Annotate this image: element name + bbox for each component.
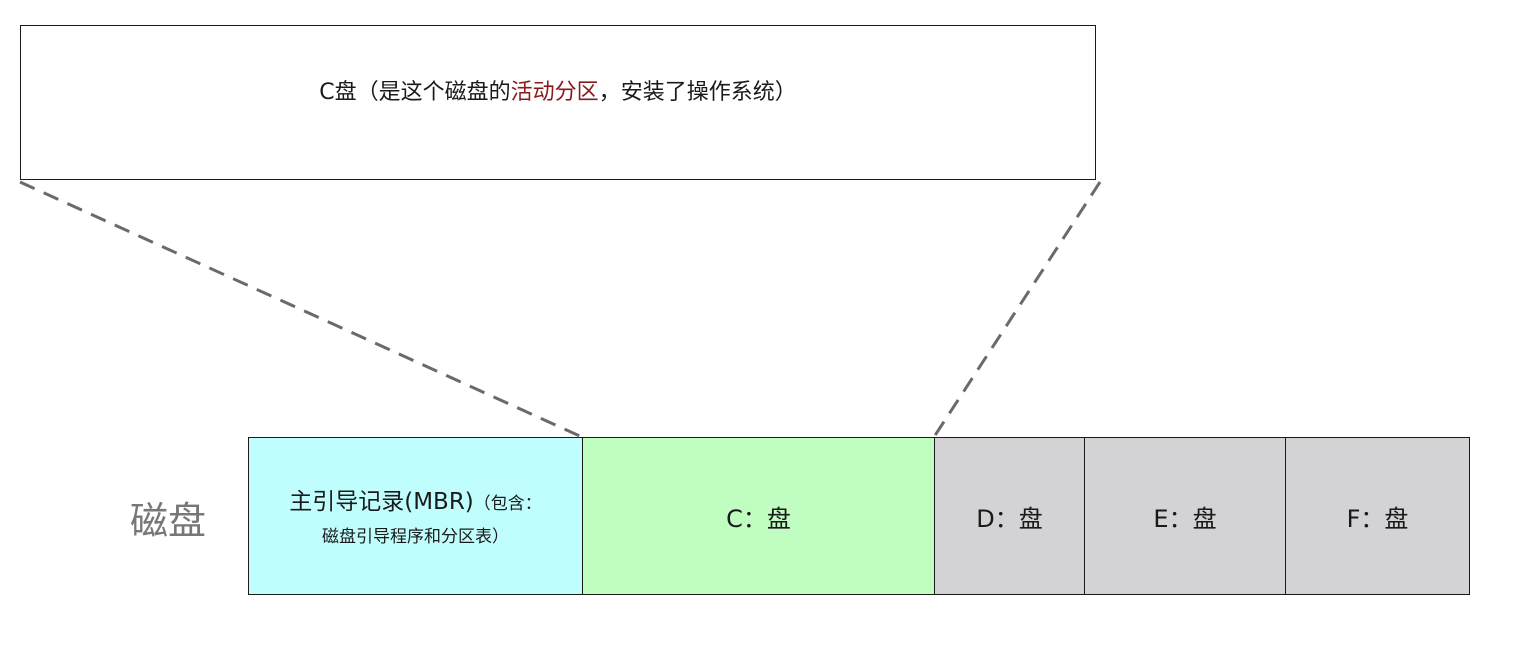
disk-partition-bar: 主引导记录(MBR)（包含： 磁盘引导程序和分区表） C：盘 D：盘 E：盘 F… [248,437,1470,595]
zoom-connector-left [19,180,583,439]
callout-text-after: ，安装了操作系统） [598,79,797,105]
partition-e: E：盘 [1085,438,1286,594]
mbr-title-main: 主引导记录(MBR) [289,488,474,515]
partition-d-label: D：盘 [976,504,1043,533]
mbr-title: 主引导记录(MBR)（包含： [289,482,542,516]
callout-highlight-active-partition: 活动分区 [510,79,599,105]
mbr-description: 磁盘引导程序和分区表） [322,526,509,547]
partition-c: C：盘 [583,438,935,594]
partition-c-label: C：盘 [726,504,791,533]
zoomed-partition-callout: C盘（是这个磁盘的活动分区，安装了操作系统） [20,25,1096,180]
partition-f-label: F：盘 [1346,504,1409,533]
partition-f: F：盘 [1286,438,1469,594]
disk-label: 磁盘 [130,499,207,543]
partition-d: D：盘 [935,438,1085,594]
zoom-connector-right [932,181,1102,438]
partition-e-label: E：盘 [1153,504,1217,533]
mbr-title-note: （包含： [473,493,542,514]
callout-text: C盘（是这个磁盘的活动分区，安装了操作系统） [319,74,796,106]
callout-text-before: C盘（是这个磁盘的 [319,79,511,105]
partition-mbr: 主引导记录(MBR)（包含： 磁盘引导程序和分区表） [249,438,583,594]
